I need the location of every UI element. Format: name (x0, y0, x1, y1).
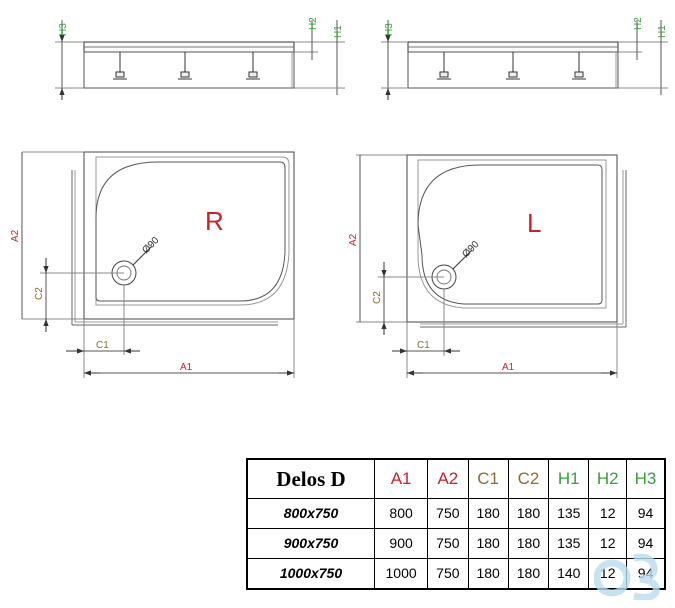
cell-h1: 135 (548, 498, 590, 529)
label-c1-right: C1 (96, 340, 109, 351)
cell-h2: 12 (588, 498, 627, 529)
cell-c1: 180 (467, 498, 509, 529)
dimensions-table: Delos D A1 A2 C1 C2 H1 H2 H3 800x750 800… (246, 458, 666, 590)
cell-a2: 750 (427, 527, 469, 559)
label-a1-left: A1 (502, 362, 515, 373)
table-row: 900x750 900 750 180 180 135 12 94 (246, 527, 666, 559)
label-a2-left: A2 (348, 233, 359, 246)
size-cell: 900x750 (246, 527, 375, 559)
header-a1: A1 (373, 458, 429, 499)
side-view-right (55, 20, 345, 100)
header-h1: H1 (548, 458, 590, 499)
table-header-row: Delos D A1 A2 C1 C2 H1 H2 H3 (246, 458, 666, 499)
size-cell: 1000x750 (246, 557, 375, 590)
size-cell: 800x750 (246, 498, 375, 529)
cell-a2: 750 (427, 557, 469, 590)
cell-c2: 180 (507, 557, 550, 590)
header-c2: C2 (507, 458, 550, 499)
cell-a1: 900 (373, 527, 429, 559)
label-h2-left: H2 (308, 17, 319, 30)
label-h3-right: H3 (384, 23, 395, 36)
cell-c2: 180 (507, 527, 550, 559)
brand-logo-icon (594, 553, 660, 600)
side-view-left (381, 20, 668, 100)
cell-h3: 94 (626, 527, 666, 559)
cell-a2: 750 (427, 498, 469, 529)
label-a2-right: A2 (10, 229, 21, 242)
label-h1-left: H1 (333, 25, 344, 38)
table-row: 800x750 800 750 180 180 135 12 94 (246, 498, 666, 529)
cell-c1: 180 (467, 557, 509, 590)
cell-h1: 140 (548, 557, 590, 590)
label-c1-left: C1 (417, 340, 430, 351)
drain-diameter-left: Ø90 (460, 239, 481, 260)
table-row: 1000x750 1000 750 180 180 140 12 94 (246, 557, 666, 590)
plan-view-left (356, 154, 627, 378)
model-name: Delos D (246, 458, 375, 499)
cell-c2: 180 (507, 498, 550, 529)
label-right-version: R (205, 206, 224, 236)
label-h2-right: H2 (633, 17, 644, 30)
header-h3: H3 (626, 458, 666, 499)
cell-h3: 94 (626, 498, 666, 529)
header-a2: A2 (427, 458, 469, 499)
cell-c1: 180 (467, 527, 509, 559)
label-c2-left: C2 (372, 291, 383, 304)
header-h2: H2 (588, 458, 627, 499)
label-h3-left: H3 (58, 23, 69, 36)
cell-a1: 800 (373, 498, 429, 529)
label-c2-right: C2 (34, 287, 45, 300)
plan-view-right (21, 151, 295, 378)
cell-a1: 1000 (373, 557, 429, 590)
cell-h1: 135 (548, 527, 590, 559)
label-a1-right: A1 (180, 362, 193, 373)
label-left-version: L (527, 208, 541, 238)
label-h1-right: H1 (657, 25, 668, 38)
cell-h2: 12 (588, 527, 627, 559)
drain-diameter-right: Ø90 (140, 235, 161, 256)
header-c1: C1 (467, 458, 509, 499)
